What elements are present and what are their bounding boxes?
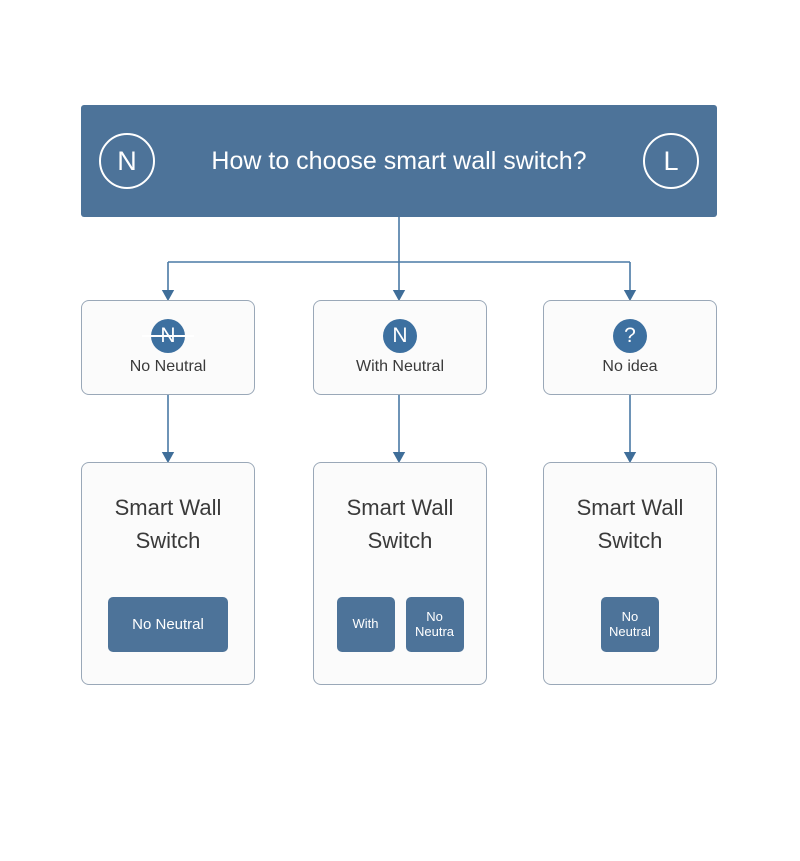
- circle-l-icon: L: [643, 133, 699, 189]
- option-node-no-idea[interactable]: ? No idea: [543, 300, 717, 395]
- product-title: Smart Wall Switch: [346, 495, 454, 553]
- product-chip-no-neutra[interactable]: No Neutra: [405, 597, 464, 652]
- circle-question-icon-label: ?: [624, 324, 636, 348]
- circle-n-icon-label: N: [392, 324, 408, 348]
- chip-row: No Neutral: [544, 597, 716, 652]
- circle-l-icon-label: L: [663, 145, 679, 176]
- circle-n-icon: N: [99, 133, 155, 189]
- product-card-no-neutral[interactable]: Smart Wall Switch No Neutral: [81, 462, 255, 685]
- product-title: Smart Wall Switch: [576, 495, 684, 553]
- diagram-header: N How to choose smart wall switch? L: [81, 105, 717, 217]
- circle-n-icon-label: N: [117, 145, 137, 176]
- circle-n-icon: N: [383, 318, 417, 353]
- product-card-with-neutral[interactable]: Smart Wall Switch With No Neutra: [313, 462, 487, 685]
- option-node-no-neutral[interactable]: N No Neutral: [81, 300, 255, 395]
- option-label: With Neutral: [355, 357, 445, 375]
- product-chip-no-neutral[interactable]: No Neutral: [601, 597, 659, 652]
- strikethrough-line: [142, 334, 194, 337]
- option-label: No idea: [602, 357, 658, 375]
- product-card-no-idea[interactable]: Smart Wall Switch No Neutral: [543, 462, 717, 685]
- option-label: No Neutral: [129, 357, 207, 375]
- circle-question-icon: ?: [613, 318, 647, 353]
- circle-n-struck-icon: N: [142, 318, 194, 353]
- chip-row: No Neutral: [82, 597, 254, 652]
- product-title: Smart Wall Switch: [114, 495, 222, 553]
- product-chip-with[interactable]: With: [336, 597, 395, 652]
- product-chip-no-neutral[interactable]: No Neutral: [108, 597, 228, 652]
- chip-row: With No Neutra: [314, 597, 486, 652]
- page-title: How to choose smart wall switch?: [211, 147, 587, 175]
- option-node-with-neutral[interactable]: N With Neutral: [313, 300, 487, 395]
